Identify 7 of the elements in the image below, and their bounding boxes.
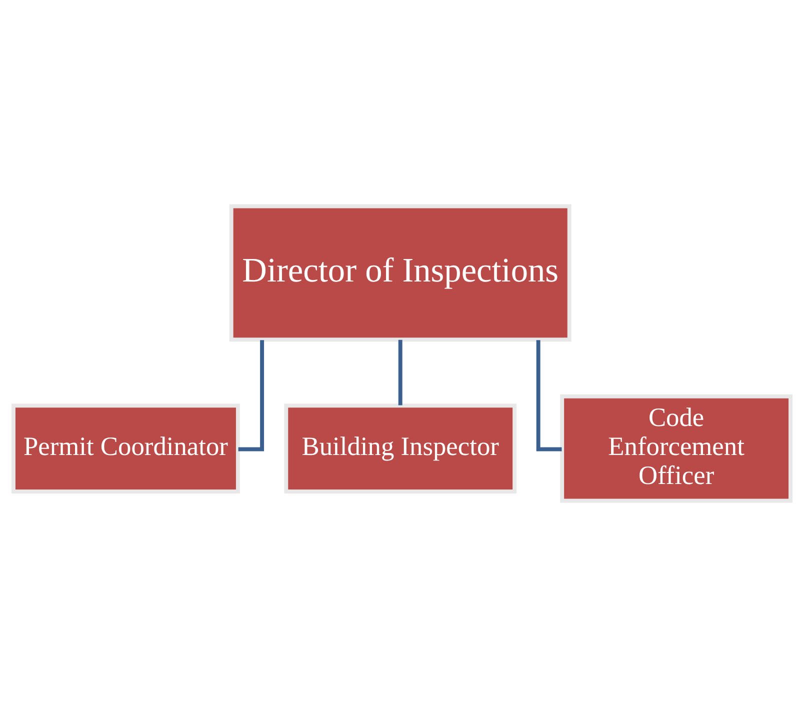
connector	[238, 340, 264, 451]
node-box: Code Enforcement Officer	[560, 394, 792, 502]
node-box: Director of Inspections	[229, 204, 572, 342]
connector	[536, 340, 562, 451]
node-box: Permit Coordinator	[12, 403, 240, 493]
connector	[398, 339, 402, 405]
node-box: Building Inspector	[284, 403, 517, 493]
